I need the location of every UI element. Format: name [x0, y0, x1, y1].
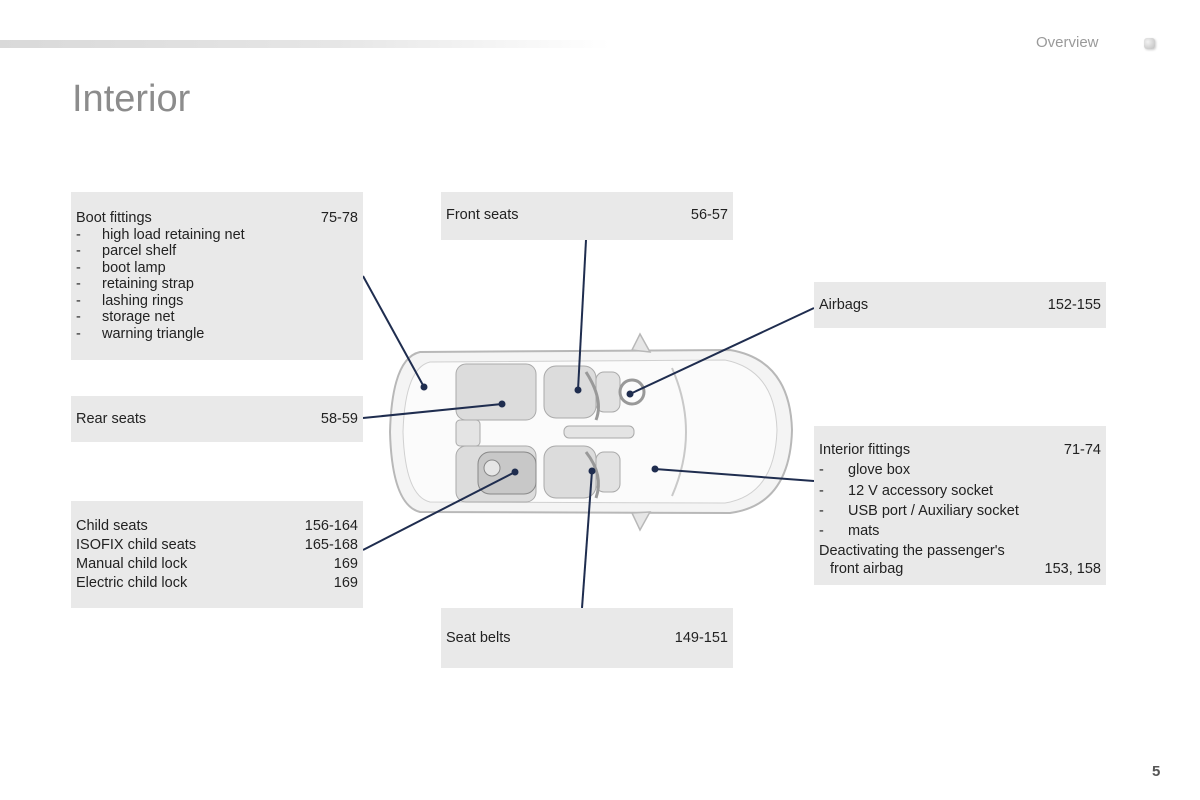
table-row: Electric child lock 169: [76, 574, 358, 593]
list-item: -glove box: [819, 462, 911, 479]
seat-belts-pages[interactable]: 149-151: [674, 630, 728, 646]
list-item: -mats: [819, 523, 880, 540]
table-row: Child seats 156-164: [76, 517, 358, 536]
boot-fittings-box: Boot fittings 75-78 -high load retaining…: [71, 192, 363, 360]
list-item: -12 V accessory socket: [819, 482, 994, 499]
callout-dots: [420, 383, 659, 476]
callout-line-child-seats: [362, 471, 516, 551]
deactivating-airbag-line2: front airbag: [830, 560, 904, 577]
rear-seats-label: Rear seats: [76, 411, 147, 427]
front-seats-box: Front seats 56-57: [441, 192, 733, 240]
manual-child-lock-label: Manual child lock: [76, 556, 188, 572]
section-marker-icon: [1144, 38, 1155, 49]
boot-fittings-row: Boot fittings 75-78: [76, 210, 358, 227]
isofix-label: ISOFIX child seats: [76, 537, 197, 553]
callout-line-airbags: [629, 307, 815, 395]
callout-line-front-seats: [577, 239, 587, 391]
seat-belts-label: Seat belts: [446, 630, 511, 646]
boot-fittings-pages[interactable]: 75-78: [320, 210, 358, 226]
table-row: ISOFIX child seats 165-168: [76, 536, 358, 555]
airbags-label: Airbags: [819, 297, 869, 313]
airbags-box: Airbags 152-155: [814, 282, 1106, 328]
interior-fittings-box: Interior fittings 71-74 -glove box -12 V…: [814, 426, 1106, 585]
callout-line-boot: [362, 275, 425, 388]
isofix-pages[interactable]: 165-168: [304, 537, 358, 553]
child-seats-box: Child seats 156-164 ISOFIX child seats 1…: [71, 501, 363, 608]
list-item: -USB port / Auxiliary socket: [819, 502, 1019, 519]
manual-child-lock-pages[interactable]: 169: [333, 556, 358, 572]
electric-child-lock-pages[interactable]: 169: [333, 575, 358, 591]
page-title: Interior: [72, 78, 191, 120]
callout-lines: [362, 239, 815, 609]
interior-fittings-label: Interior fittings: [819, 442, 911, 458]
front-seats-label: Front seats: [446, 207, 519, 223]
electric-child-lock-label: Electric child lock: [76, 575, 188, 591]
seat-belts-box: Seat belts 149-151: [441, 608, 733, 668]
callout-line-interior-fittings: [654, 468, 815, 482]
list-item: -parcel shelf: [76, 243, 177, 259]
list-item: -warning triangle: [76, 325, 205, 342]
child-seats-label: Child seats: [76, 518, 148, 534]
list-item: -boot lamp: [76, 259, 166, 276]
callout-line-seat-belts: [581, 470, 593, 609]
rear-seats-box: Rear seats 58-59: [71, 396, 363, 442]
child-seats-pages[interactable]: 156-164: [304, 518, 358, 534]
list-item: -high load retaining net: [76, 226, 245, 243]
interior-fittings-pages[interactable]: 71-74: [1063, 442, 1101, 458]
steering-wheel: [618, 378, 646, 406]
section-label: Overview: [1036, 34, 1099, 51]
front-seats-pages[interactable]: 56-57: [690, 207, 728, 223]
header-rule: [0, 40, 610, 48]
table-row: Manual child lock 169: [76, 555, 358, 574]
airbags-pages[interactable]: 152-155: [1047, 297, 1101, 313]
list-item: -storage net: [76, 309, 175, 325]
callout-line-rear-seats: [362, 403, 503, 419]
list-item: -lashing rings: [76, 292, 184, 309]
child-seat: [477, 451, 537, 495]
deactivating-airbag-pages[interactable]: 153, 158: [1044, 560, 1101, 577]
deactivating-airbag-line1: Deactivating the passenger's: [819, 543, 1005, 560]
boot-fittings-label: Boot fittings: [76, 210, 152, 226]
rear-seats-pages[interactable]: 58-59: [320, 411, 358, 427]
list-item: -retaining strap: [76, 276, 194, 292]
page-number: 5: [1152, 763, 1161, 780]
